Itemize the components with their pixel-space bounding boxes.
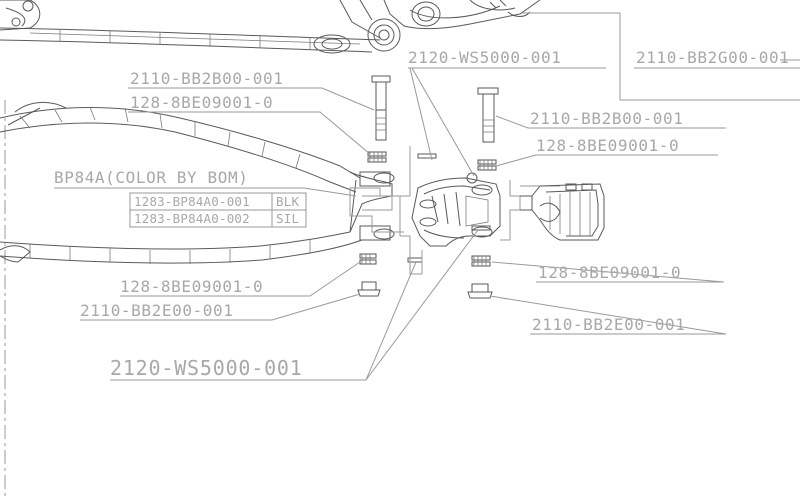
washer-stack-lower-right bbox=[471, 255, 491, 267]
callout-ws5000-top: 2120-WS5000-001 bbox=[408, 48, 562, 67]
callout-ws5000-bottom: 2120-WS5000-001 bbox=[110, 356, 303, 380]
axle-bolt-left bbox=[371, 75, 391, 141]
color-table-row: 1283-BP84A0-002 SIL bbox=[134, 211, 299, 226]
callout-bb2e00-left: 2110-BB2E00-001 bbox=[80, 301, 234, 320]
bp84a-link bbox=[411, 172, 501, 247]
leader-lines bbox=[54, 67, 800, 381]
axle-bolt-right bbox=[477, 87, 499, 143]
color-table-color: SIL bbox=[276, 211, 299, 226]
callout-bb2g00: 2110-BB2G00-001 bbox=[636, 48, 790, 67]
flange-bolt-lower-right bbox=[467, 283, 493, 299]
dropout-right bbox=[520, 183, 605, 241]
callout-8be09001-lower-left: 128-8BE09001-0 bbox=[120, 277, 263, 296]
callout-color-note: BP84A(COLOR BY BOM) bbox=[54, 168, 248, 187]
color-table-part: 1283-BP84A0-002 bbox=[134, 211, 250, 226]
washer-stack-lower-left bbox=[359, 253, 377, 265]
seatstay bbox=[0, 102, 361, 193]
washer-stack-upper-left bbox=[367, 151, 387, 163]
callout-labels: 2120-WS5000-001 2110-BB2G00-001 2110-BB2… bbox=[54, 48, 790, 380]
callout-bb2e00-right: 2110-BB2E00-001 bbox=[532, 315, 686, 334]
callout-8be09001-lower-right: 128-8BE09001-0 bbox=[538, 263, 681, 282]
chainstay bbox=[0, 231, 363, 264]
color-table-row: 1283-BP84A0-001 BLK bbox=[134, 194, 299, 209]
callout-8be09001-upper-right: 128-8BE09001-0 bbox=[536, 136, 679, 155]
color-table-part: 1283-BP84A0-001 bbox=[134, 194, 250, 209]
frame-outline bbox=[0, 0, 800, 101]
flange-bolt-lower-left bbox=[357, 281, 381, 297]
washer-stack-upper-right bbox=[477, 159, 497, 171]
color-table-color: BLK bbox=[276, 194, 299, 209]
callout-bb2b00-left: 2110-BB2B00-001 bbox=[130, 69, 284, 88]
color-table: 1283-BP84A0-001 BLK 1283-BP84A0-002 SIL bbox=[129, 192, 307, 228]
callout-bb2b00-right: 2110-BB2B00-001 bbox=[530, 109, 684, 128]
callout-8be09001-upper-left: 128-8BE09001-0 bbox=[130, 93, 273, 112]
